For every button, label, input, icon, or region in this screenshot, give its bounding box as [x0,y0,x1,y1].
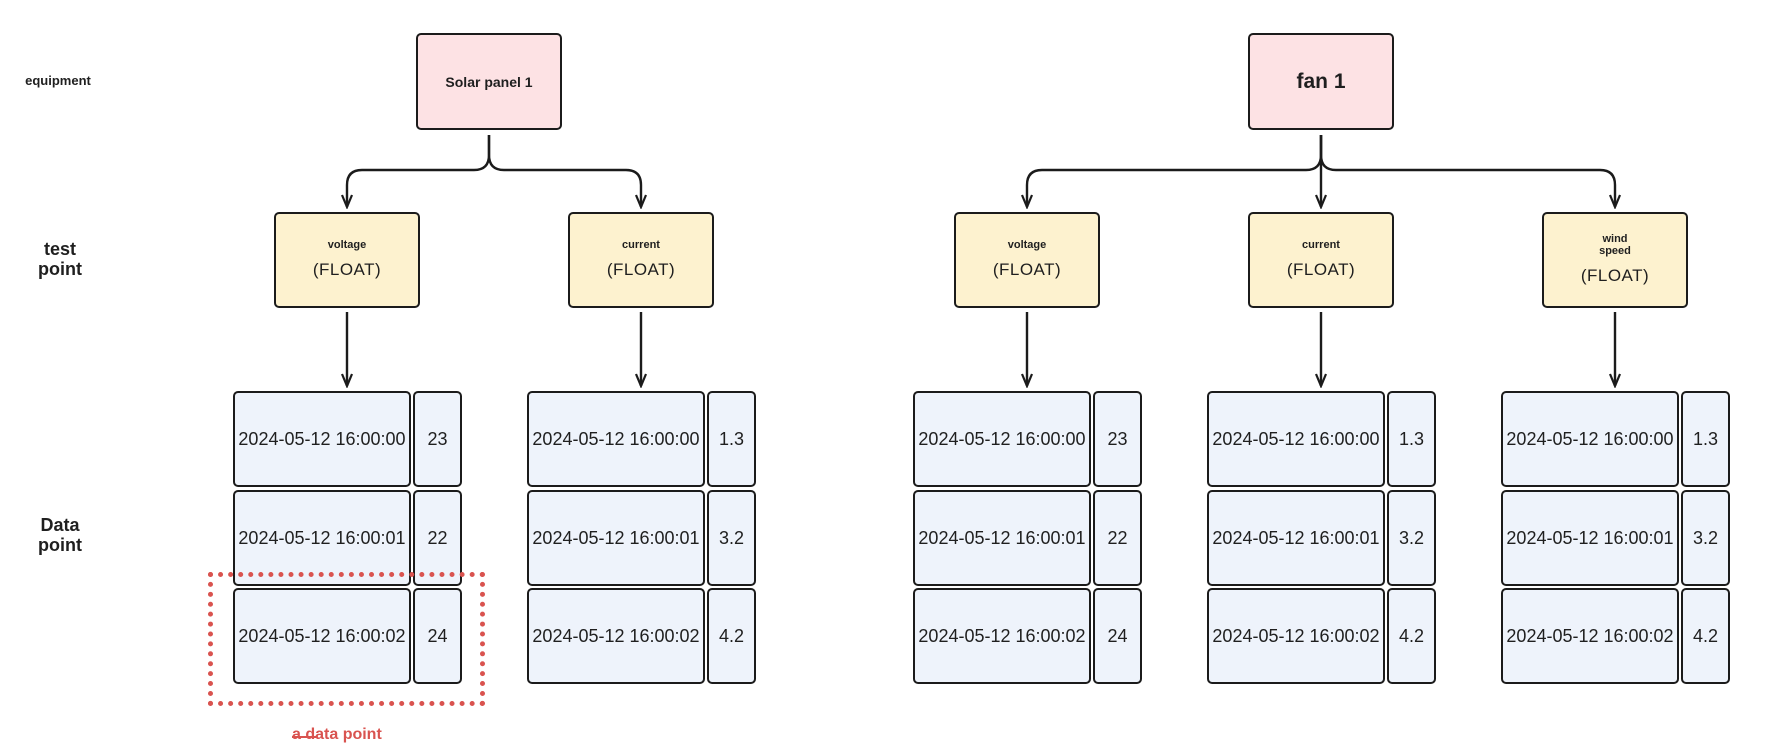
data-point-value: 24 [1093,588,1142,684]
data-point-callout-label: a data point [292,726,382,743]
data-point-value: 4.2 [1387,588,1436,684]
data-point-value: 3.2 [707,490,756,586]
test-point-name: current [622,239,660,252]
data-point-timestamp: 2024-05-12 16:00:02 [1207,588,1385,684]
data-point-value: 1.3 [707,391,756,487]
data-point-value: 3.2 [1681,490,1730,586]
data-point-timestamp: 2024-05-12 16:00:01 [1207,490,1385,586]
test-point-name: voltage [1007,239,1047,252]
test-point-name: wind speed [1599,233,1631,257]
data-point-timestamp: 2024-05-12 16:00:02 [233,588,411,684]
test-point-box-fan-wind-speed: wind speed (FLOAT) [1542,212,1688,308]
test-point-type: (FLOAT) [992,259,1062,279]
data-point-timestamp: 2024-05-12 16:00:02 [913,588,1091,684]
data-point-value: 22 [1093,490,1142,586]
data-point-timestamp: 2024-05-12 16:00:01 [527,490,705,586]
data-point-value: 3.2 [1387,490,1436,586]
data-point-timestamp: 2024-05-12 16:00:00 [1207,391,1385,487]
test-point-box-fan-current: current (FLOAT) [1248,212,1394,308]
data-point-timestamp: 2024-05-12 16:00:01 [233,490,411,586]
connector-fan-voltage [1027,135,1323,207]
data-point-timestamp: 2024-05-12 16:00:02 [527,588,705,684]
data-point-value: 4.2 [1681,588,1730,684]
data-point-value: 1.3 [1387,391,1436,487]
row-label-test-point: test point [38,239,82,279]
connector-fan-windspeed [1319,135,1615,207]
equipment-name: fan 1 [1296,69,1346,93]
data-point-value: 1.3 [1681,391,1730,487]
row-label-data-point: Data point [38,515,82,555]
data-point-highlight [208,572,485,706]
test-point-name: voltage [327,239,367,252]
data-point-timestamp: 2024-05-12 16:00:02 [1501,588,1679,684]
test-point-type: (FLOAT) [312,259,382,279]
connector-solar-current [487,135,641,207]
row-label-equipment: equipment [25,73,91,88]
data-point-value: 23 [1093,391,1142,487]
data-point-timestamp: 2024-05-12 16:00:01 [1501,490,1679,586]
data-point-value: 4.2 [707,588,756,684]
connector-solar-voltage [347,135,491,207]
equipment-box-solar-panel-1: Solar panel 1 [416,33,562,130]
data-point-timestamp: 2024-05-12 16:00:01 [913,490,1091,586]
data-point-value: 23 [413,391,462,487]
test-point-box-fan-voltage: voltage (FLOAT) [954,212,1100,308]
data-point-timestamp: 2024-05-12 16:00:00 [913,391,1091,487]
test-point-box-solar-voltage: voltage (FLOAT) [274,212,420,308]
data-point-timestamp: 2024-05-12 16:00:00 [1501,391,1679,487]
equipment-box-fan-1: fan 1 [1248,33,1394,130]
data-point-value: 24 [413,588,462,684]
callout-line [292,736,316,738]
test-point-type: (FLOAT) [1286,259,1356,279]
data-point-timestamp: 2024-05-12 16:00:00 [233,391,411,487]
test-point-box-solar-current: current (FLOAT) [568,212,714,308]
data-point-timestamp: 2024-05-12 16:00:00 [527,391,705,487]
test-point-type: (FLOAT) [606,259,676,279]
test-point-name: current [1302,239,1340,252]
test-point-type: (FLOAT) [1580,265,1650,285]
equipment-name: Solar panel 1 [445,73,533,90]
data-point-value: 22 [413,490,462,586]
